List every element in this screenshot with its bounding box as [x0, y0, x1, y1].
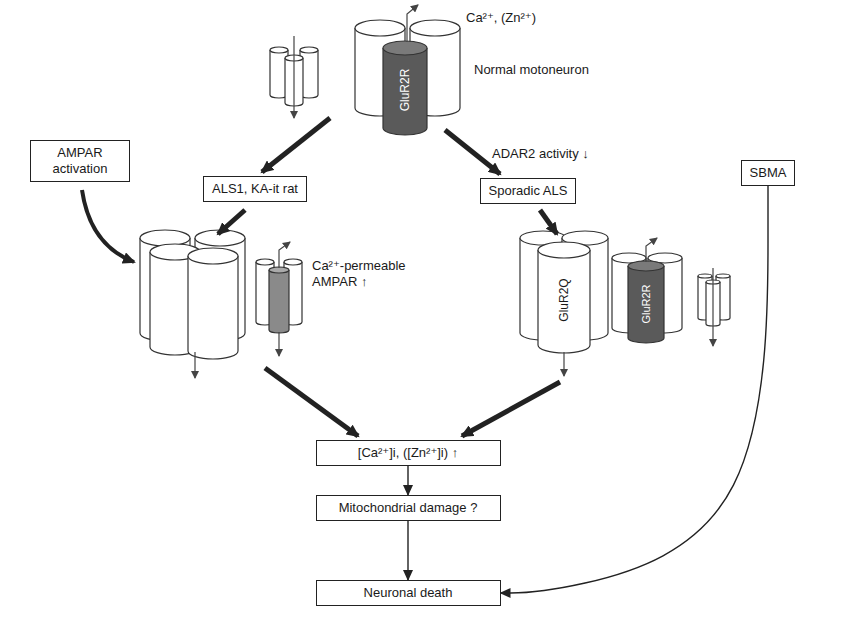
annotation-text: ADAR2 activity ↓ — [492, 146, 589, 162]
receptor-subunit — [188, 256, 238, 359]
thick-arrow — [218, 210, 245, 234]
channel-top — [284, 259, 302, 265]
glur2-top — [383, 41, 427, 55]
sporadic-receptors — [520, 231, 730, 376]
glur2-subunit — [628, 266, 664, 343]
subunit-label: GluR2Q — [556, 278, 572, 321]
thick-arrow — [462, 382, 560, 436]
flow-arrow — [501, 186, 769, 593]
process-box: SBMA — [741, 160, 796, 186]
pathway-arrows — [82, 118, 560, 436]
thick-arrow — [262, 118, 330, 172]
flux-arrow — [712, 268, 713, 346]
box-text: Mitochondrial damage ? — [325, 500, 492, 516]
thick-arrow — [265, 368, 358, 436]
flux-arrow — [194, 352, 195, 378]
als1-receptors — [140, 230, 302, 378]
flux-arrow — [279, 242, 290, 268]
process-box: Sporadic ALS — [480, 178, 577, 204]
process-box: ALS1, KA-it rat — [203, 176, 307, 202]
box-text: AMPAR activation — [39, 145, 121, 177]
box-text: ALS1, KA-it rat — [212, 181, 298, 197]
flow-arrow — [407, 466, 408, 495]
box-text: Neuronal death — [325, 585, 492, 601]
flow-arrow — [407, 521, 408, 580]
box-text: SBMA — [750, 165, 787, 181]
receptor-subunit — [538, 250, 590, 353]
box-text: [Ca²⁺]i, ([Zn²⁺]i) ↑ — [325, 445, 492, 461]
flux-arrow — [563, 352, 564, 376]
glur2-subunit — [383, 48, 427, 135]
flux-arrow — [293, 36, 294, 118]
channel-top — [270, 47, 288, 53]
thick-arrow — [82, 190, 134, 262]
flux-arrow — [278, 332, 279, 356]
process-box: [Ca²⁺]i, ([Zn²⁺]i) ↑ — [316, 440, 501, 466]
channel-top — [716, 274, 730, 278]
receptor-top — [410, 20, 460, 36]
thick-arrow — [445, 130, 500, 174]
process-box: Mitochondrial damage ? — [316, 495, 501, 521]
annotation-text: Ca²⁺-permeable AMPAR ↑ — [312, 258, 412, 290]
receptor-top — [140, 230, 190, 246]
box-text: Sporadic ALS — [489, 183, 568, 199]
channel-top — [300, 47, 318, 53]
receptor-top — [355, 20, 405, 36]
annotation-text: Ca²⁺, (Zn²⁺) — [466, 10, 536, 26]
channel-top — [256, 259, 274, 265]
glur2-top — [628, 261, 664, 271]
receptor-top — [188, 248, 238, 264]
shaded-subunit — [269, 270, 289, 333]
subunit-label: GluR2R — [638, 284, 654, 323]
process-box: AMPAR activation — [30, 140, 130, 182]
flux-arrow — [407, 5, 418, 42]
flux-arrow — [646, 238, 657, 262]
process-box: Neuronal death — [316, 580, 501, 606]
channel-top — [698, 274, 712, 278]
subunit-label: GluR2R — [397, 69, 413, 112]
thick-arrow — [540, 210, 557, 234]
normal-receptors — [270, 5, 460, 135]
receptor-top — [538, 242, 590, 258]
annotation-text: Normal motoneuron — [474, 62, 589, 78]
